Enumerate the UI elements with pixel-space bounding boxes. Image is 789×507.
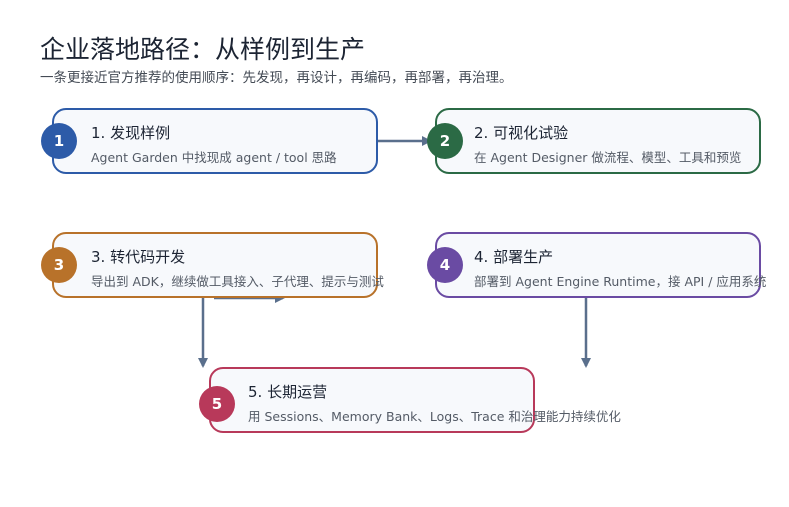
step-4-desc: 部署到 Agent Engine Runtime，接 API / 应用系统 xyxy=(474,274,767,289)
page-subtitle: 一条更接近官方推荐的使用顺序：先发现，再设计，再编码，再部署，再治理。 xyxy=(40,70,513,86)
step-4-badge: 4 xyxy=(427,247,463,283)
step-2-box: 2 2. 可视化试验 在 Agent Designer 做流程、模型、工具和预览 xyxy=(427,108,761,174)
step-2-title: 2. 可视化试验 xyxy=(474,124,569,142)
step-1-badge: 1 xyxy=(41,123,77,159)
step-3-desc: 导出到 ADK，继续做工具接入、子代理、提示与测试 xyxy=(91,274,384,289)
step-1-title: 1. 发现样例 xyxy=(91,124,171,142)
step-4-title: 4. 部署生产 xyxy=(474,248,554,266)
step-2-badge: 2 xyxy=(427,123,463,159)
step-2-desc: 在 Agent Designer 做流程、模型、工具和预览 xyxy=(474,150,742,165)
step-3-box: 3 3. 转代码开发 导出到 ADK，继续做工具接入、子代理、提示与测试 xyxy=(41,232,384,298)
step-4-box: 4 4. 部署生产 部署到 Agent Engine Runtime，接 API… xyxy=(427,232,766,298)
step-1-box: 1 1. 发现样例 Agent Garden 中找现成 agent / tool… xyxy=(41,108,378,174)
step-5-badge: 5 xyxy=(199,386,235,422)
step-5-title: 5. 长期运营 xyxy=(248,383,328,401)
page-title: 企业落地路径：从样例到生产 xyxy=(40,35,366,64)
step-3-badge: 3 xyxy=(41,247,77,283)
step-5-box: 5 5. 长期运营 用 Sessions、Memory Bank、Logs、Tr… xyxy=(199,367,621,433)
step-3-title: 3. 转代码开发 xyxy=(91,248,186,266)
step-1-desc: Agent Garden 中找现成 agent / tool 思路 xyxy=(91,150,337,165)
step-5-desc: 用 Sessions、Memory Bank、Logs、Trace 和治理能力持… xyxy=(248,409,621,424)
